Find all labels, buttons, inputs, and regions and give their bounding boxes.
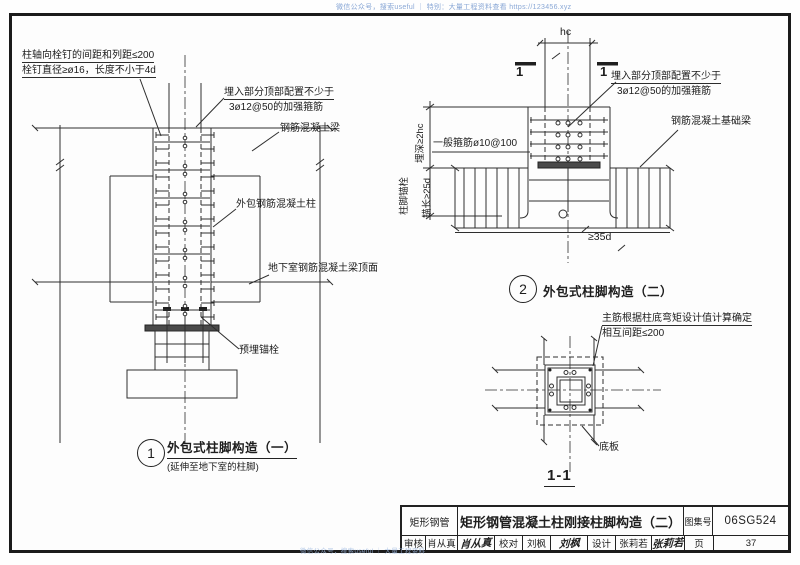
tb-proofreader: 刘枫 <box>523 536 551 550</box>
s11-note-main-bars-line2: 相互间距≤200 <box>602 328 665 339</box>
title-block: 矩形钢管 矩形钢管混凝土柱刚接柱脚构造（二） 图集号 06SG524 审核 肖从… <box>400 505 788 550</box>
tb-proofreader-signature: 刘枫 <box>558 536 580 550</box>
s11-label-base-plate: 底板 <box>599 442 619 453</box>
title-block-row-1: 矩形钢管 矩形钢管混凝土柱刚接柱脚构造（二） 图集号 06SG524 <box>402 507 788 536</box>
tb-designer: 张莉若 <box>616 536 652 550</box>
d1-note-top-hoops-line1: 埋入部分顶部配置不少于 <box>224 87 334 100</box>
watermark-top: 微信公众号，搜索useful ｜ 特别：大量工程资料查看 https://123… <box>336 4 572 11</box>
d2-label-general-hoops: 一般箍筋ø10@100 <box>433 138 518 149</box>
watermark-bottom: 微信公众号，搜索useful ｜ 大量工程资料 <box>300 548 426 555</box>
d2-section-mark-left: 1 <box>516 64 524 79</box>
d2-label-column-anchor-bolt: 柱脚锚栓 <box>399 176 410 215</box>
d2-detail-bubble: 2 <box>509 275 537 303</box>
d2-note-top-hoops-line2: 3ø12@50的加强箍筋 <box>617 86 712 97</box>
title-block-row-2: 审核 肖从真 肖从真 校对 刘枫 刘枫 设计 张莉若 张莉若 页 37 <box>402 536 788 550</box>
d2-section-mark-right: 1 <box>600 64 608 79</box>
tb-reviewer-signature: 肖从真 <box>460 536 492 550</box>
tb-design-label: 设计 <box>588 536 616 550</box>
d1-title: 外包式柱脚构造（一） <box>167 437 298 459</box>
d2-dim-embed-depth: 埋深≥2hc <box>415 123 426 163</box>
d1-label-encased-column: 外包钢筋混凝土柱 <box>236 199 316 210</box>
d1-label-basement-beam-top: 地下室钢筋混凝土梁顶面 <box>268 263 378 274</box>
diagram2-linework <box>423 31 679 263</box>
d1-detail-bubble: 1 <box>137 439 165 467</box>
tb-review-label: 审核 <box>402 536 426 550</box>
diagram1-linework <box>31 55 334 443</box>
section-1-1-linework <box>485 325 661 472</box>
d2-dim-hc: hc <box>560 26 572 38</box>
d1-note-stud-spacing-line2: 栓钉直径≥ø16，长度不小于4d <box>22 65 156 78</box>
d2-dim-anchor-length: 锚长≥25d <box>422 177 433 218</box>
d2-note-top-hoops-line1: 埋入部分顶部配置不少于 <box>611 71 721 84</box>
tb-page-label: 页 <box>685 536 714 550</box>
d1-note-top-hoops-line2: 3ø12@50的加强箍筋 <box>229 102 324 113</box>
d2-title: 外包式柱脚构造（二） <box>543 285 674 299</box>
s11-note-main-bars-line1: 主筋根据柱底弯矩设计值计算确定 <box>602 313 752 326</box>
tb-page-no: 37 <box>745 537 757 549</box>
tb-atlas-no-label: 图集号 <box>684 507 713 535</box>
tb-designer-signature: 张莉若 <box>652 536 684 550</box>
d1-subtitle: (延伸至地下室的柱脚) <box>167 462 259 473</box>
tb-proof-label: 校对 <box>495 536 523 550</box>
d2-dim-min-35d: ≥35d <box>588 231 612 243</box>
tb-category: 矩形钢管 <box>402 507 458 535</box>
d1-label-embedded-anchor-bolt: 预埋锚栓 <box>239 345 279 356</box>
drawing-frame <box>9 13 791 553</box>
d1-note-stud-spacing-line1: 柱轴向栓钉的间距和列距≤200 <box>22 50 155 63</box>
tb-sheet-title: 矩形钢管混凝土柱刚接柱脚构造（二） <box>458 507 684 535</box>
d2-label-rc-foundation-beam: 钢筋混凝土基础梁 <box>671 116 751 127</box>
d1-label-rc-beam: 钢筋混凝土梁 <box>280 123 340 134</box>
s11-title: 1-1 <box>544 467 575 487</box>
tb-reviewer: 肖从真 <box>426 536 458 550</box>
tb-atlas-no: 06SG524 <box>724 515 777 527</box>
